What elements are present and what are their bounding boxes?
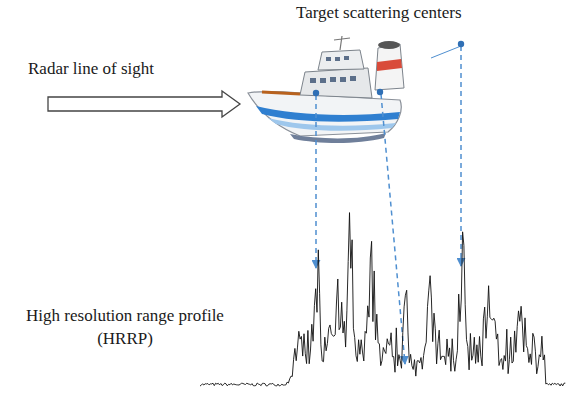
- scattering-centers-label: Target scattering centers: [296, 2, 516, 25]
- line-of-sight-label: Radar line of sight: [28, 58, 228, 81]
- hrrp-waveform: [200, 213, 565, 386]
- ship-illustration: [248, 36, 404, 143]
- line-of-sight-arrow: [48, 91, 240, 117]
- scattering-projections: [313, 41, 464, 364]
- hrrp-trace: [200, 213, 565, 386]
- hrrp-label: High resolution range profile (HRRP): [6, 305, 244, 351]
